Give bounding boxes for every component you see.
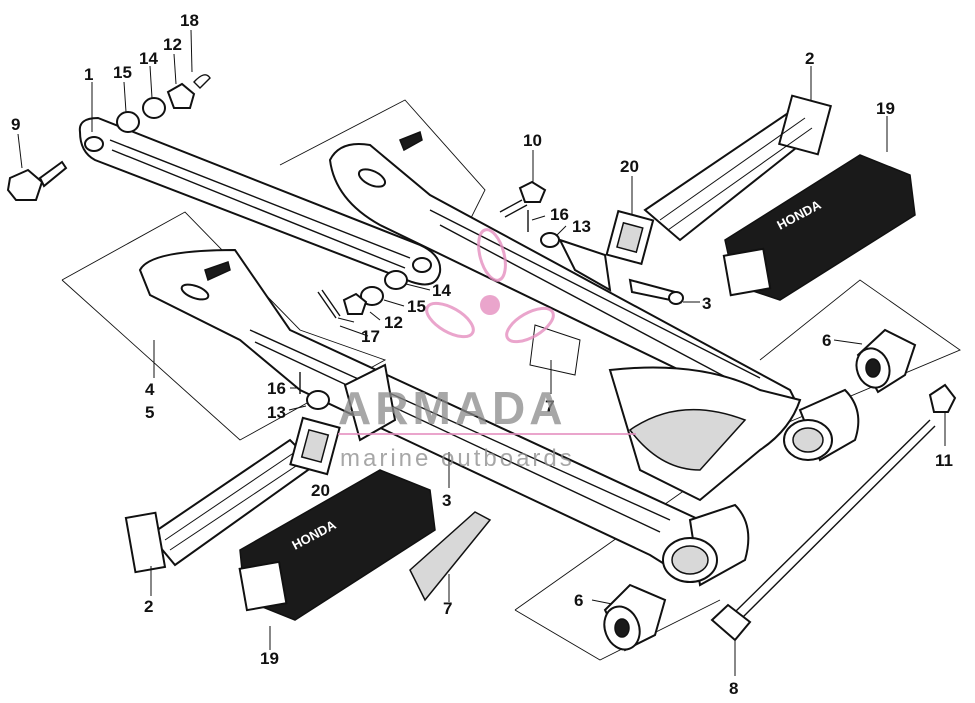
callout-6-bottom: 6 <box>574 591 583 610</box>
washer-15-top <box>116 111 140 133</box>
callout-12-top: 12 <box>163 35 182 54</box>
callout-1: 1 <box>84 65 93 84</box>
cotter-pin-18 <box>193 74 211 89</box>
washer-14-mid <box>384 270 408 290</box>
bushing-lower <box>603 583 667 652</box>
callout-16-top: 16 <box>550 205 569 224</box>
callout-6-top: 6 <box>822 331 831 350</box>
callout-19-top: 19 <box>876 99 895 118</box>
callout-8: 8 <box>729 679 738 698</box>
callout-10: 10 <box>523 131 542 150</box>
washer-14-top <box>142 97 166 119</box>
step-plate-upper <box>529 324 581 376</box>
watermark-tagline: marine outboards <box>340 445 575 472</box>
callout-7-bottom: 7 <box>443 599 452 618</box>
callout-20-bottom: 20 <box>311 481 330 500</box>
pin-3-top <box>628 278 684 305</box>
bracket-3-lower <box>343 238 612 442</box>
step-rubber-lower: HONDA <box>238 469 436 621</box>
frame-pivot-tubes <box>662 388 860 587</box>
callout-3-bottom: 3 <box>442 491 451 510</box>
nut-12-top <box>166 82 196 109</box>
bolt-9 <box>6 160 68 201</box>
swing-arm-upper <box>78 116 442 286</box>
pivot-bolt <box>710 419 936 642</box>
callout-5: 5 <box>145 403 154 422</box>
callout-17: 17 <box>361 327 380 346</box>
bolt-10 <box>499 180 547 218</box>
callout-2-top: 2 <box>805 49 814 68</box>
callout-12-mid: 12 <box>384 313 403 332</box>
washer-13-left <box>306 390 330 410</box>
bushing-upper <box>855 328 917 394</box>
callout-15-top: 15 <box>113 63 132 82</box>
callout-18: 18 <box>180 11 199 30</box>
callout-7-top: 7 <box>545 397 554 416</box>
step-plate-lower <box>409 511 492 602</box>
callout-9: 9 <box>11 115 20 134</box>
callout-15-mid: 15 <box>407 297 426 316</box>
nut-12-mid <box>342 292 368 315</box>
callout-16-left: 16 <box>267 379 286 398</box>
swing-arm-frame-left <box>138 248 802 582</box>
callout-13-left: 13 <box>267 403 286 422</box>
washer-15-mid <box>360 286 384 306</box>
callout-11: 11 <box>935 451 953 470</box>
pivot-nut <box>928 383 957 413</box>
callout-3-top: 3 <box>702 294 711 313</box>
callout-14-top: 14 <box>139 49 158 68</box>
leader-lines <box>17 29 946 676</box>
watermark: ARMADA marine outboards <box>338 228 636 472</box>
callout-labels: 1 15 14 12 18 9 10 2 19 20 16 13 3 14 15… <box>11 11 953 698</box>
cotter-pin-17 <box>317 289 341 319</box>
watermark-logo-icon <box>425 228 555 344</box>
callout-20-top: 20 <box>620 157 639 176</box>
watermark-brand: ARMADA <box>338 382 566 434</box>
callout-13-top: 13 <box>572 217 591 236</box>
callout-14-mid: 14 <box>432 281 451 300</box>
callout-4: 4 <box>145 380 155 399</box>
callout-2-bottom: 2 <box>144 597 153 616</box>
callout-19-bottom: 19 <box>260 649 279 668</box>
step-bar-upper <box>643 94 833 242</box>
